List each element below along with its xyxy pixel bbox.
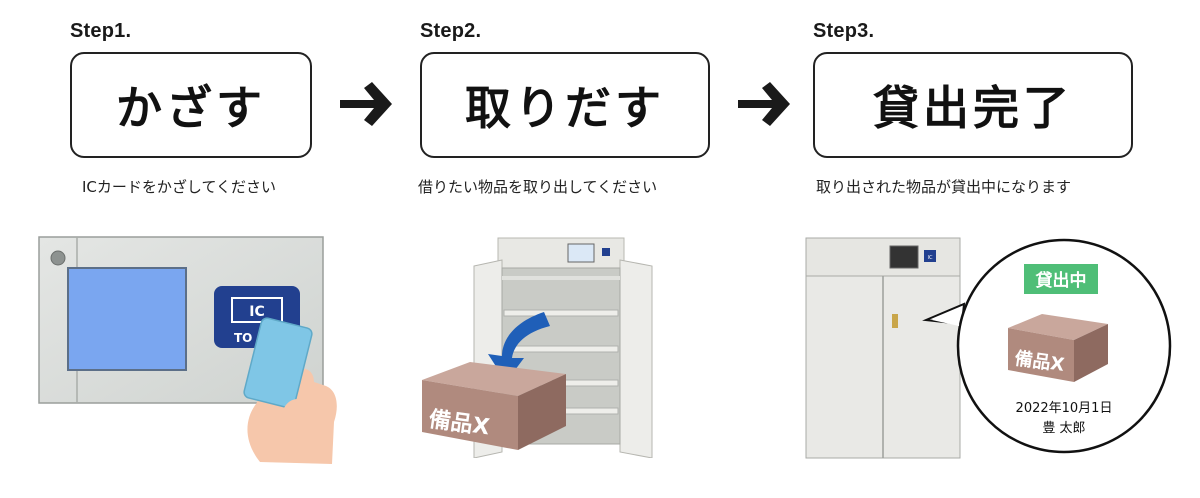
loan-date: 2022年10月1日 xyxy=(1016,401,1113,416)
screw-icon xyxy=(50,250,66,266)
step3-box: 貸出完了 xyxy=(813,52,1133,158)
ic-label: IC xyxy=(249,304,264,320)
curved-arrow-icon xyxy=(488,312,550,382)
step2-box: 取りだす xyxy=(420,52,710,158)
item-box-top xyxy=(422,362,566,396)
cabinet-ic-label: IC xyxy=(928,255,933,261)
loan-status-text: 貸出中 xyxy=(1035,270,1087,291)
step3-title: 貸出完了 xyxy=(873,81,1073,135)
step2-label: Step2. xyxy=(420,20,482,42)
step3-label: Step3. xyxy=(813,20,875,42)
arrow-right-icon xyxy=(340,82,392,126)
step1-title: かざす xyxy=(116,81,266,135)
step1-caption: ICカードをかざしてください xyxy=(82,178,276,196)
lock-icon xyxy=(892,314,898,328)
step2-caption: 借りたい物品を取り出してください xyxy=(418,178,658,196)
loan-status-badge xyxy=(1024,264,1098,294)
step2-title: 取りだす xyxy=(465,81,665,135)
cabinet-loan-illustration: IC 貸出中 備品X 2022年10月1日 豊 太郎 xyxy=(805,237,1172,459)
step1-box: かざす xyxy=(70,52,312,158)
step3-caption: 取り出された物品が貸出中になります xyxy=(816,178,1072,196)
cabinet-open-illustration: 備品X xyxy=(422,237,653,458)
ic-card-icon xyxy=(243,317,313,409)
item-box-front xyxy=(422,380,518,450)
ic-sub-label: TO xyxy=(234,331,252,345)
item-box-side xyxy=(518,374,566,450)
reader-screen xyxy=(67,267,187,371)
step1-label: Step1. xyxy=(70,20,132,42)
arrow-right-icon xyxy=(738,82,790,126)
ic-reader-illustration: IC TO xyxy=(38,236,337,464)
loan-borrower: 豊 太郎 xyxy=(1042,421,1085,436)
